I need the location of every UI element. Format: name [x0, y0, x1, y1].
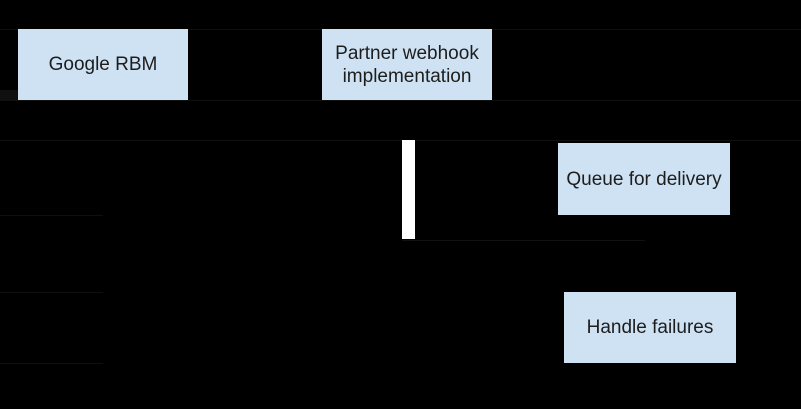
activation-bar: [402, 140, 415, 239]
node-google-rbm-label: Google RBM: [48, 54, 158, 75]
node-queue-for-delivery-label: Queue for delivery: [566, 168, 722, 190]
node-handle-failures-label: Handle failures: [586, 317, 714, 338]
faint-arrow-line: [402, 240, 645, 241]
faint-second-row-line: [0, 140, 801, 141]
node-google-rbm: Google RBM: [18, 29, 188, 100]
faint-row-bottom-line: [0, 100, 801, 101]
faint-failures-top-stub-line: [0, 292, 103, 293]
faint-left-edge-artifact: [0, 90, 18, 100]
node-partner-webhook-implementation: Partner webhook implementation: [322, 29, 492, 100]
faint-queue-bottom-stub-line: [0, 215, 103, 216]
node-queue-for-delivery: Queue for delivery: [558, 143, 730, 215]
faint-failures-bottom-stub-line: [0, 363, 103, 364]
node-partner-webhook-label: Partner webhook implementation: [335, 42, 479, 87]
node-handle-failures: Handle failures: [564, 292, 736, 363]
